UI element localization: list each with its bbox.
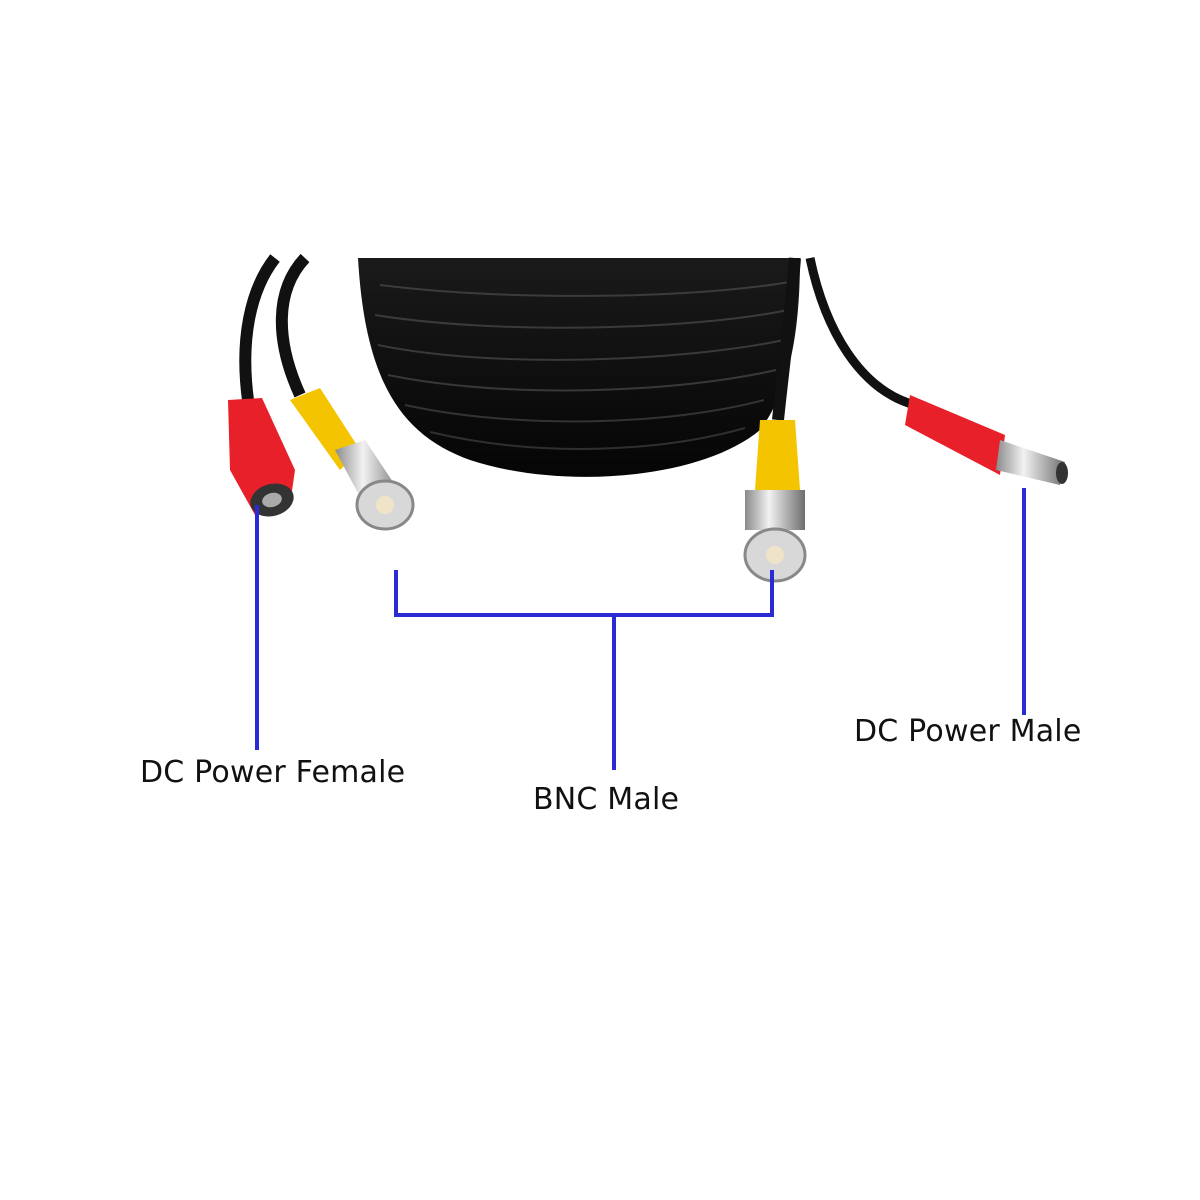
left-wires bbox=[239, 253, 310, 401]
dc-male-connector bbox=[805, 257, 1068, 485]
label-bnc-male: BNC Male bbox=[533, 782, 680, 817]
label-dc-power-male: DC Power Male bbox=[854, 714, 1082, 749]
bnc-left-connector bbox=[290, 388, 415, 531]
leader-lines bbox=[255, 488, 1026, 770]
cable-coil bbox=[358, 258, 800, 477]
dc-female-connector bbox=[228, 398, 295, 517]
label-dc-power-female: DC Power Female bbox=[140, 755, 406, 790]
bnc-bracket bbox=[394, 570, 774, 617]
bnc-right-connector bbox=[743, 257, 807, 583]
